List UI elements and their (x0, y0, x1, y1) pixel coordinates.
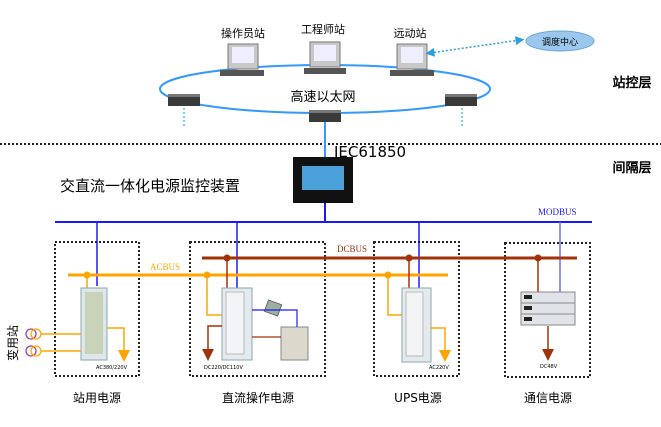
unit-box-ups (373, 241, 460, 377)
acbus-label: ACBUS (150, 262, 180, 272)
output-label-comm: DC48V (540, 364, 558, 370)
unit-box-dc (189, 241, 326, 377)
cabinet-station-power (80, 287, 108, 361)
workstation-engineer (304, 41, 346, 74)
dispatch-center-label: 调度中心 (542, 36, 578, 48)
transformer-icon-1 (25, 328, 42, 340)
dispatch-center-ellipse (525, 30, 595, 52)
cabinet-dc-power (221, 287, 253, 361)
operator-station-label: 操作员站 (221, 26, 265, 40)
unit-label-ups: UPS电源 (394, 391, 442, 405)
cabinet-ups-power (401, 287, 432, 363)
unit-box-station (54, 241, 140, 377)
switch-right (445, 94, 477, 106)
monitor-device (293, 157, 353, 203)
dispatch-link (425, 36, 525, 57)
substation-label: 变用站 (5, 325, 20, 361)
comm-power-rack (520, 291, 576, 326)
workstation-operator (220, 43, 264, 76)
unit-box-comm (504, 242, 591, 378)
network-label: 高速以太网 (290, 89, 355, 105)
output-arrow-dc (202, 325, 222, 361)
insulation-monitor-module (263, 299, 283, 317)
output-label-dc: DC220/DC110V (204, 365, 243, 371)
switch-left (168, 94, 200, 106)
output-arrow-ups (431, 327, 451, 362)
bay-layer-label: 间隔层 (612, 160, 651, 176)
output-label-ups: AC220V (429, 365, 449, 371)
workstation-telecontrol (390, 43, 434, 76)
protocol-label: IEC61850 (334, 143, 406, 161)
transformer-icon-2 (25, 345, 42, 357)
monitor-device-label: 交直流一体化电源监控装置 (60, 177, 240, 195)
dcbus-label: DCBUS (337, 244, 367, 254)
engineer-station-label: 工程师站 (301, 22, 345, 36)
modbus-label: MODBUS (538, 207, 577, 217)
switch-center (309, 110, 341, 122)
output-label-station: AC380/220V (96, 365, 128, 371)
station-layer-label: 站控层 (612, 75, 651, 91)
output-arrow-station (107, 327, 130, 362)
unit-label-comm: 通信电源 (524, 391, 572, 405)
unit-label-station: 站用电源 (73, 391, 121, 405)
telecontrol-station-label: 远动站 (394, 26, 427, 40)
unit-label-dc: 直流操作电源 (222, 390, 294, 405)
battery-bank (280, 326, 309, 361)
